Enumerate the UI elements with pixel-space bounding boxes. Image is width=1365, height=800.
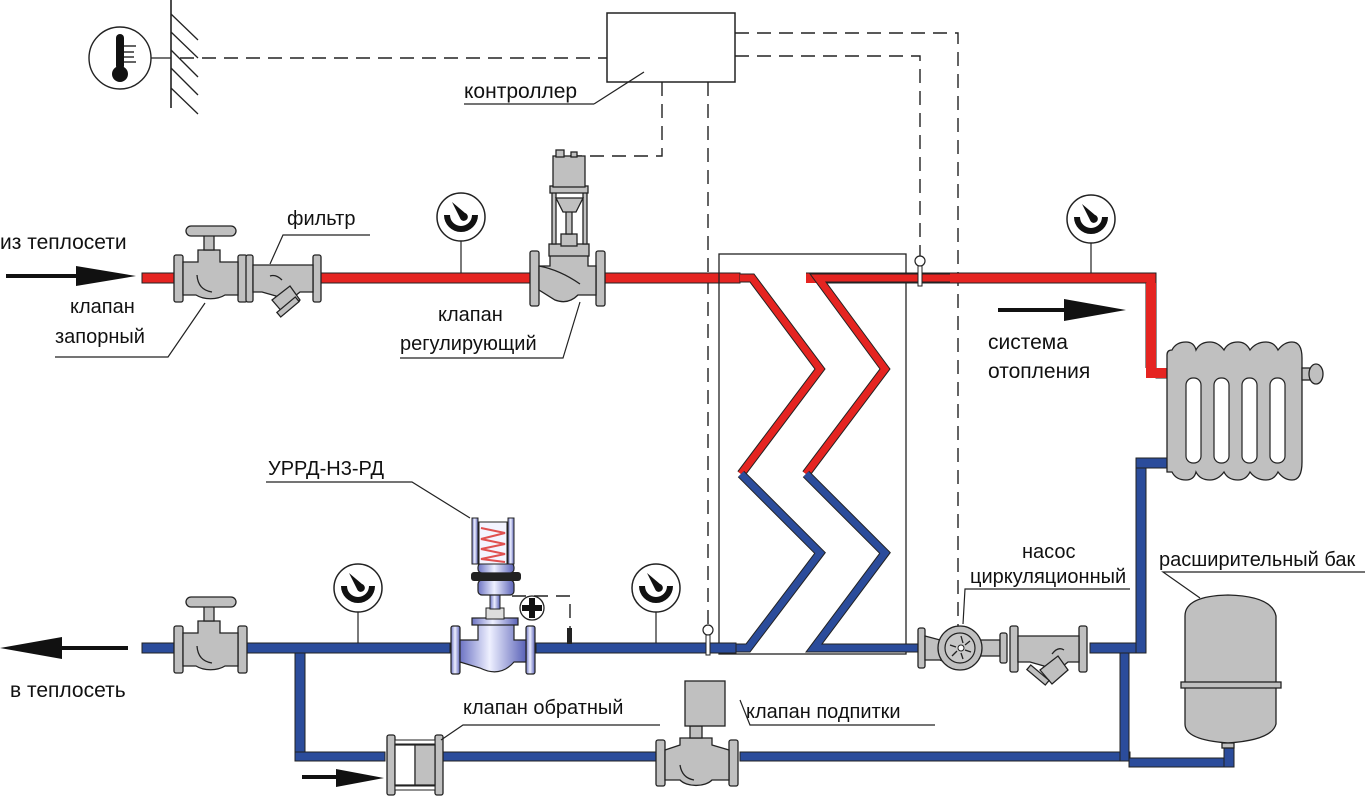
- label-pump-2: циркуляционный: [970, 566, 1126, 588]
- shutoff-valve-return: [173, 596, 248, 674]
- control-valve: [529, 149, 606, 307]
- heat-exchanger: [700, 253, 950, 655]
- labels: из теплосети в теплосеть клапан запорный…: [0, 208, 1365, 741]
- outdoor-temperature-sensor: [88, 26, 171, 90]
- label-pump-1: насос: [1022, 541, 1076, 563]
- pressure-gauge-supply-1: [436, 192, 486, 273]
- makeup-valve: [655, 680, 739, 787]
- label-heating-system-2: отопления: [988, 360, 1090, 383]
- pressure-gauge-supply-2: [1066, 194, 1116, 273]
- arrow-in-icon: [6, 266, 136, 286]
- impulse-tap: [567, 628, 572, 644]
- building-wall: [170, 0, 199, 115]
- label-pressure-regulator: УРРД-Н3-РД: [268, 458, 384, 480]
- plus-circle-icon: [519, 595, 545, 621]
- circulation-pump: [917, 625, 1008, 671]
- arrow-out-icon: [0, 637, 128, 659]
- pressure-regulator: [450, 517, 545, 675]
- pressure-gauge-return-2: [631, 563, 681, 643]
- arrow-bypass-icon: [302, 769, 384, 787]
- controller-label: контроллер: [464, 80, 577, 103]
- label-expansion-tank: расширительный бак: [1159, 549, 1356, 571]
- label-shutoff-valve-2: запорный: [55, 326, 145, 348]
- control-lines: [180, 32, 959, 638]
- filter-supply: [245, 254, 322, 318]
- expansion-tank: [1180, 594, 1282, 749]
- label-filter: фильтр: [287, 208, 355, 230]
- return-pipeline: [141, 457, 1235, 768]
- controller: контроллер: [464, 12, 736, 105]
- label-makeup-valve: клапан подпитки: [746, 701, 901, 723]
- label-check-valve: клапан обратный: [463, 697, 623, 719]
- supply-pipeline: [141, 272, 1168, 379]
- shutoff-valve-supply: [173, 225, 248, 303]
- thermometer-icon: [112, 34, 136, 82]
- label-heating-system-1: система: [988, 331, 1068, 354]
- label-shutoff-valve-1: клапан: [70, 296, 135, 318]
- label-control-valve-1: клапан: [438, 304, 503, 326]
- label-from-network: из теплосети: [0, 231, 127, 254]
- label-to-network: в теплосеть: [10, 679, 126, 702]
- arrow-heating-icon: [998, 299, 1126, 321]
- temperature-probe-supply: [914, 255, 926, 287]
- filter-return: [1009, 625, 1088, 686]
- check-valve: [386, 734, 444, 796]
- label-control-valve-2: регулирующий: [400, 333, 537, 355]
- temperature-probe-return: [702, 624, 714, 656]
- pressure-gauge-return-1: [333, 563, 383, 643]
- radiator: [1166, 341, 1324, 481]
